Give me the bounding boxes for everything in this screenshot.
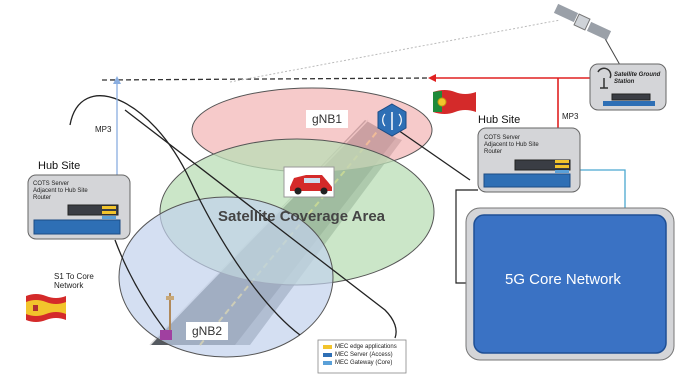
right-hub-server-line3: Router xyxy=(484,149,503,155)
red-arrowhead-left xyxy=(428,74,436,82)
gnb2-tower-icon xyxy=(160,293,174,340)
left-hub-router xyxy=(33,219,121,235)
legend-item-mec-server: MEC Server (Access) xyxy=(335,352,393,358)
car-icon xyxy=(283,166,335,198)
legend-swatch-mec-gateway xyxy=(323,361,332,365)
dish-icon xyxy=(597,67,612,89)
black-arc-gnb2 xyxy=(114,239,166,331)
black-link-gnb1-hub xyxy=(394,127,471,181)
right-hub-server-label: COTS Server Adjacent to Hub Site Router xyxy=(484,135,539,156)
spain-flag-icon xyxy=(26,294,66,322)
right-hub-mec-gateway xyxy=(555,170,569,173)
coverage-area-label: Satellite Coverage Area xyxy=(218,208,386,225)
mp3-left-label: MP3 xyxy=(95,125,112,134)
ground-station-router xyxy=(603,101,655,106)
legend-text: MEC edge applications MEC Server (Access… xyxy=(335,344,397,368)
dashed-backhaul xyxy=(101,77,431,81)
right-hub-server xyxy=(514,159,571,171)
dotted-satellite-link xyxy=(229,19,561,83)
left-hub-server-line3: Router xyxy=(33,195,52,201)
left-hub-mec-app-2 xyxy=(102,211,116,214)
s1-core-line2: Network xyxy=(54,281,84,290)
mp3-right-label: MP3 xyxy=(562,112,579,121)
ground-station-server xyxy=(611,93,651,101)
left-hub-server-label: COTS Server Adjacent to Hub Site Router xyxy=(33,181,88,202)
s1-core-label: S1 To Core Network xyxy=(54,272,94,290)
gnb1-label: gNB1 xyxy=(306,110,349,128)
left-hub-title: Hub Site xyxy=(38,160,81,172)
legend-swatch-edge-apps xyxy=(323,345,332,349)
left-hub-mec-gateway xyxy=(102,216,116,219)
legend-box xyxy=(317,339,407,374)
right-hub-server-line1: COTS Server xyxy=(484,135,521,141)
left-hub-server xyxy=(67,204,119,216)
left-hub-server-line2: Adjacent to Hub Site xyxy=(33,188,88,194)
legend-swatch-mec-server xyxy=(323,353,332,357)
core-network-label: 5G Core Network xyxy=(505,271,621,288)
left-hub-server-line1: COTS Server xyxy=(33,181,70,187)
right-hub-mec-app-1 xyxy=(555,160,569,163)
cyan-link-core xyxy=(578,169,626,210)
legend-item-mec-gateway: MEC Gateway (Core) xyxy=(335,360,393,366)
satellite-ground-link xyxy=(602,34,621,66)
portugal-flag-icon xyxy=(433,90,476,114)
black-link-hub-core xyxy=(455,189,478,284)
black-arc-left xyxy=(69,95,301,336)
right-hub-title: Hub Site xyxy=(478,114,521,126)
right-hub-mec-app-2 xyxy=(555,165,569,168)
legend-item-edge-apps: MEC edge applications xyxy=(335,344,397,350)
right-hub-server-line2: Adjacent to Hub Site xyxy=(484,142,539,148)
right-hub-router xyxy=(483,173,571,188)
gnb1-antenna-icon xyxy=(377,103,407,137)
ground-station-line2: Station xyxy=(614,79,635,85)
blue-arrowhead-left-hub xyxy=(113,76,121,84)
s1-core-line1: S1 To Core xyxy=(54,272,94,281)
gnb2-label: gNB2 xyxy=(186,322,229,340)
black-line-diagonal xyxy=(124,109,397,339)
ground-station-label: Satellite Ground Station xyxy=(614,72,660,86)
ground-station-line1: Satellite Ground xyxy=(614,72,661,78)
left-hub-mec-app-1 xyxy=(102,206,116,209)
core-network-box xyxy=(473,214,667,354)
satellite-icon xyxy=(553,3,612,41)
